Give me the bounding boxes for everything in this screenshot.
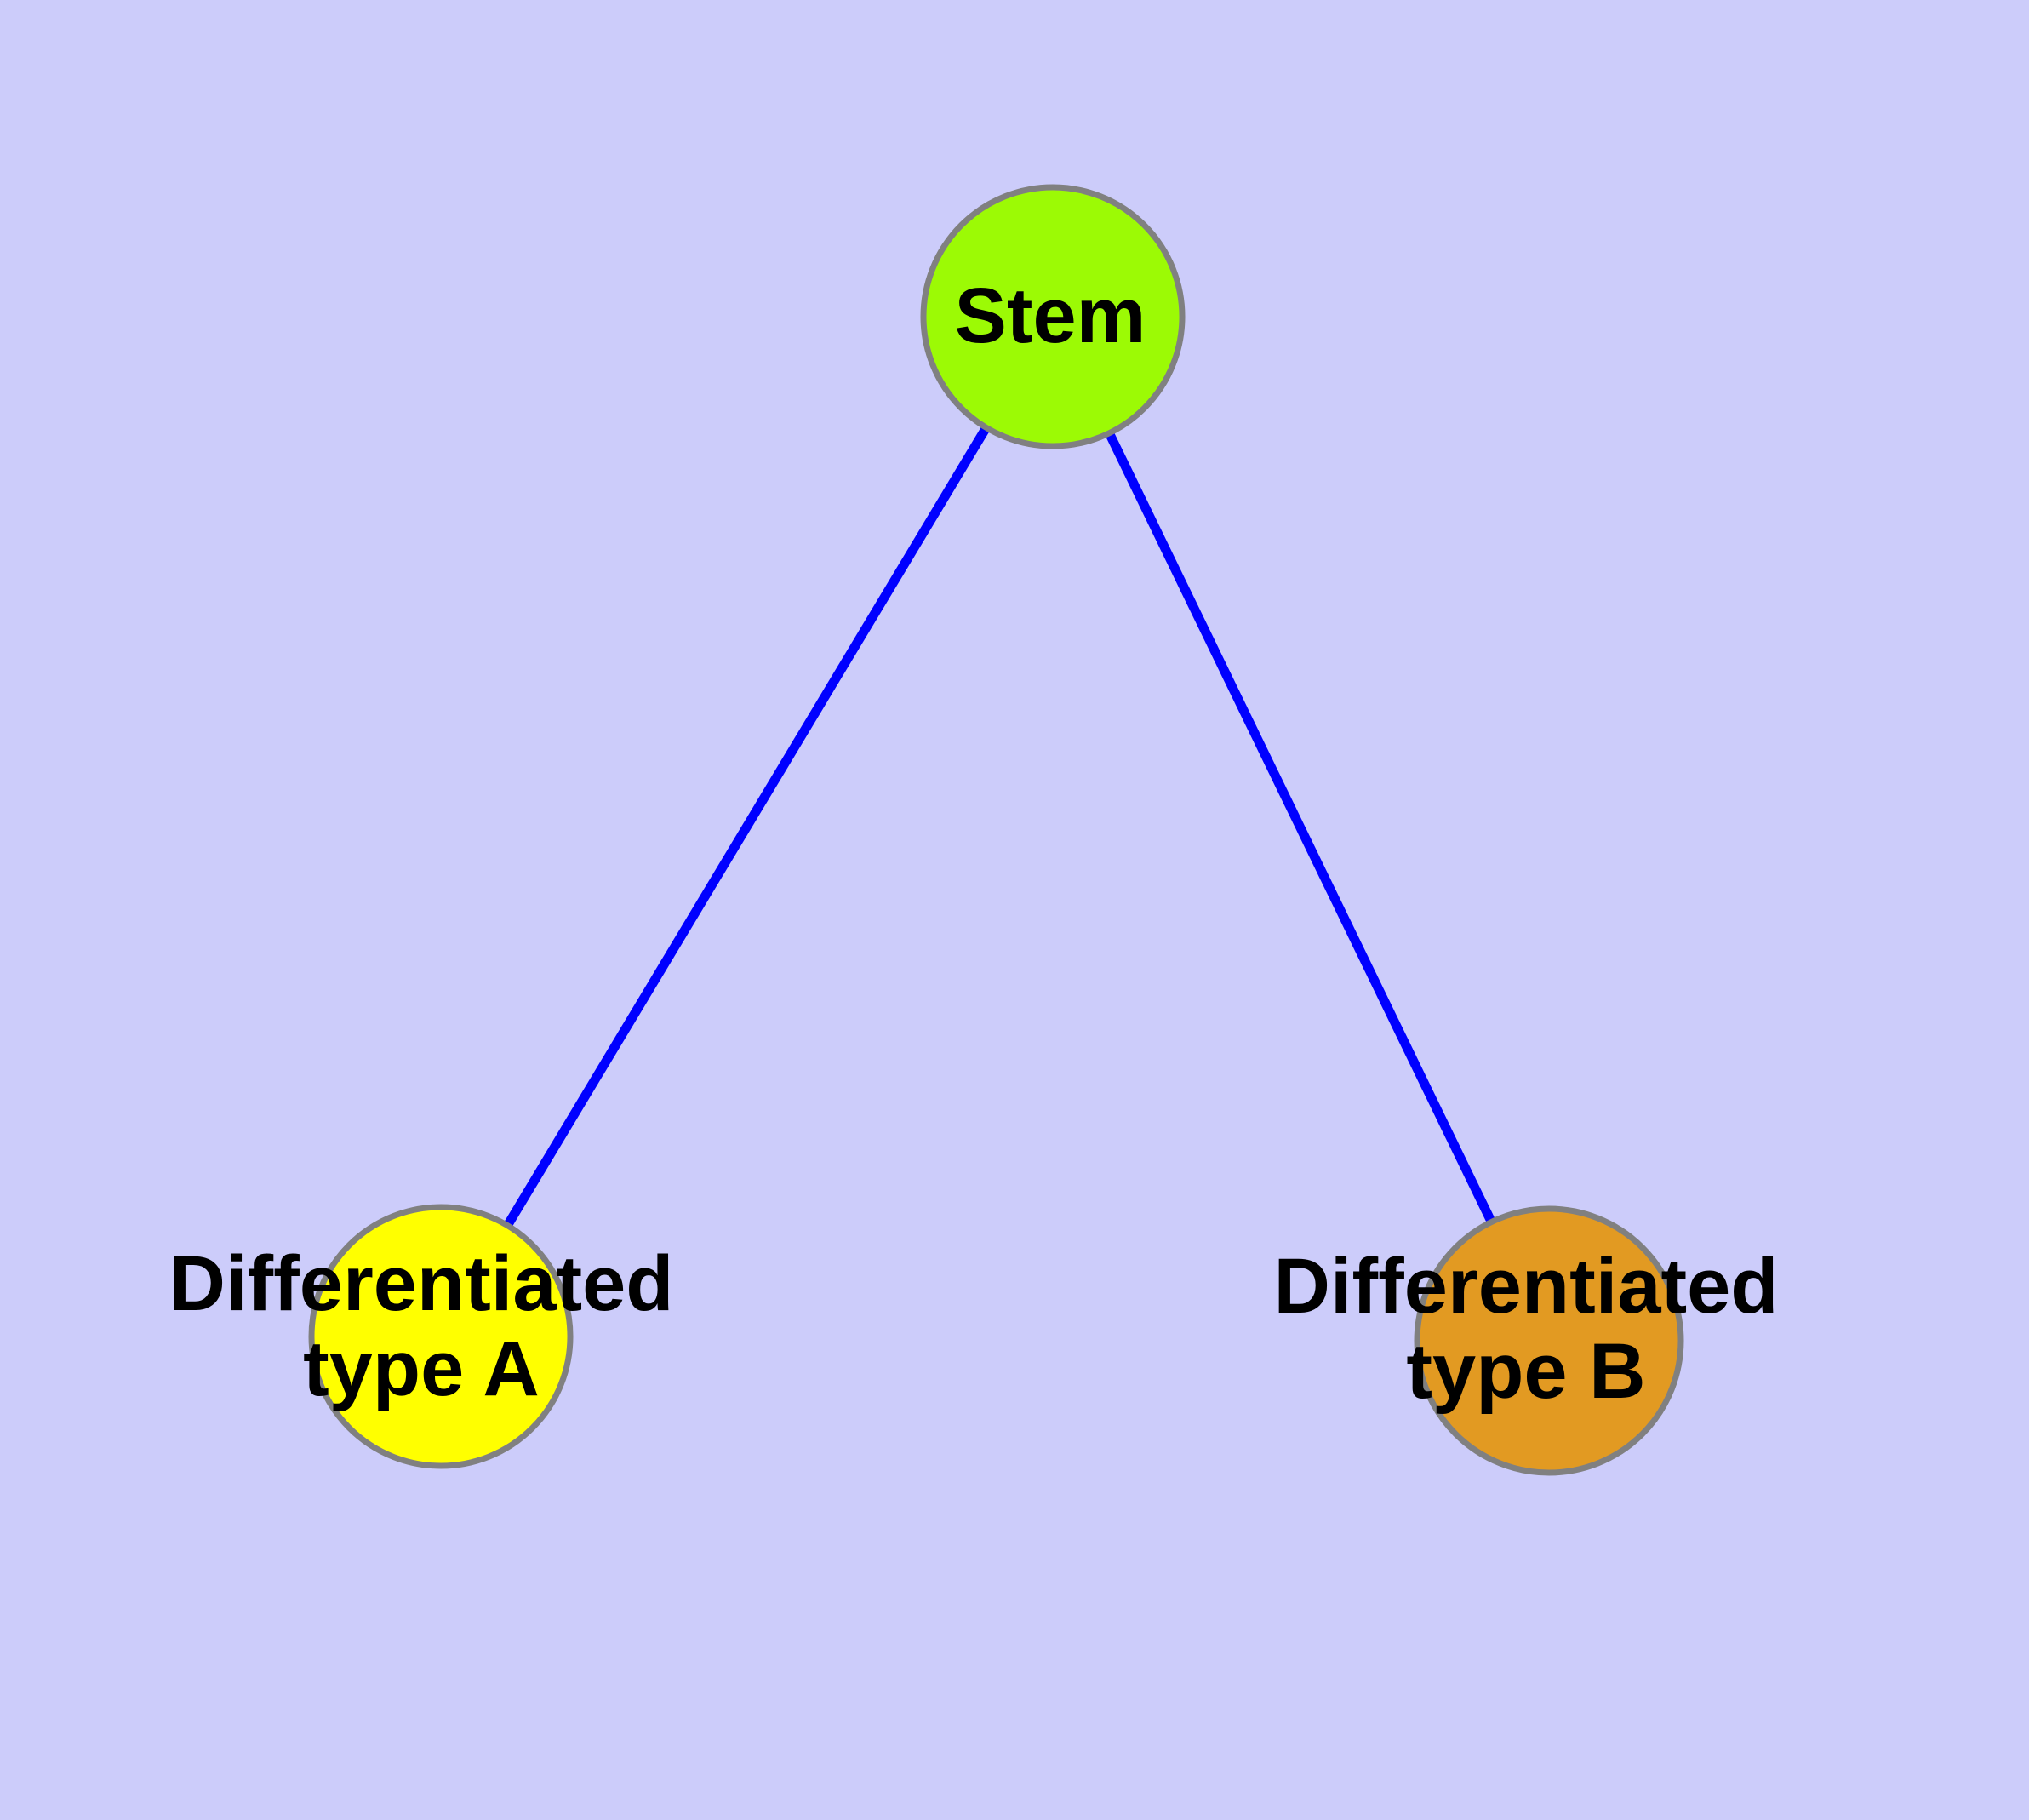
- node-differentiated-type-b[interactable]: [1414, 1205, 1684, 1476]
- edge-stem-to-differentiated-type-b[interactable]: [1105, 431, 1496, 1224]
- node-label-line: Differentiated: [1274, 1243, 1779, 1330]
- node-label-line: Stem: [955, 272, 1146, 359]
- nodes-layer: [308, 184, 1684, 1476]
- node-label-line: Differentiated: [169, 1240, 674, 1327]
- node-differentiated-type-a[interactable]: [308, 1204, 574, 1469]
- node-label-line: type B: [1406, 1328, 1645, 1415]
- edges-layer: [503, 425, 1496, 1228]
- edge-stem-to-differentiated-type-a[interactable]: [503, 425, 991, 1228]
- node-stem[interactable]: [920, 184, 1186, 449]
- node-label-line: type A: [303, 1325, 540, 1412]
- node-label-stem: Stem: [955, 272, 1146, 359]
